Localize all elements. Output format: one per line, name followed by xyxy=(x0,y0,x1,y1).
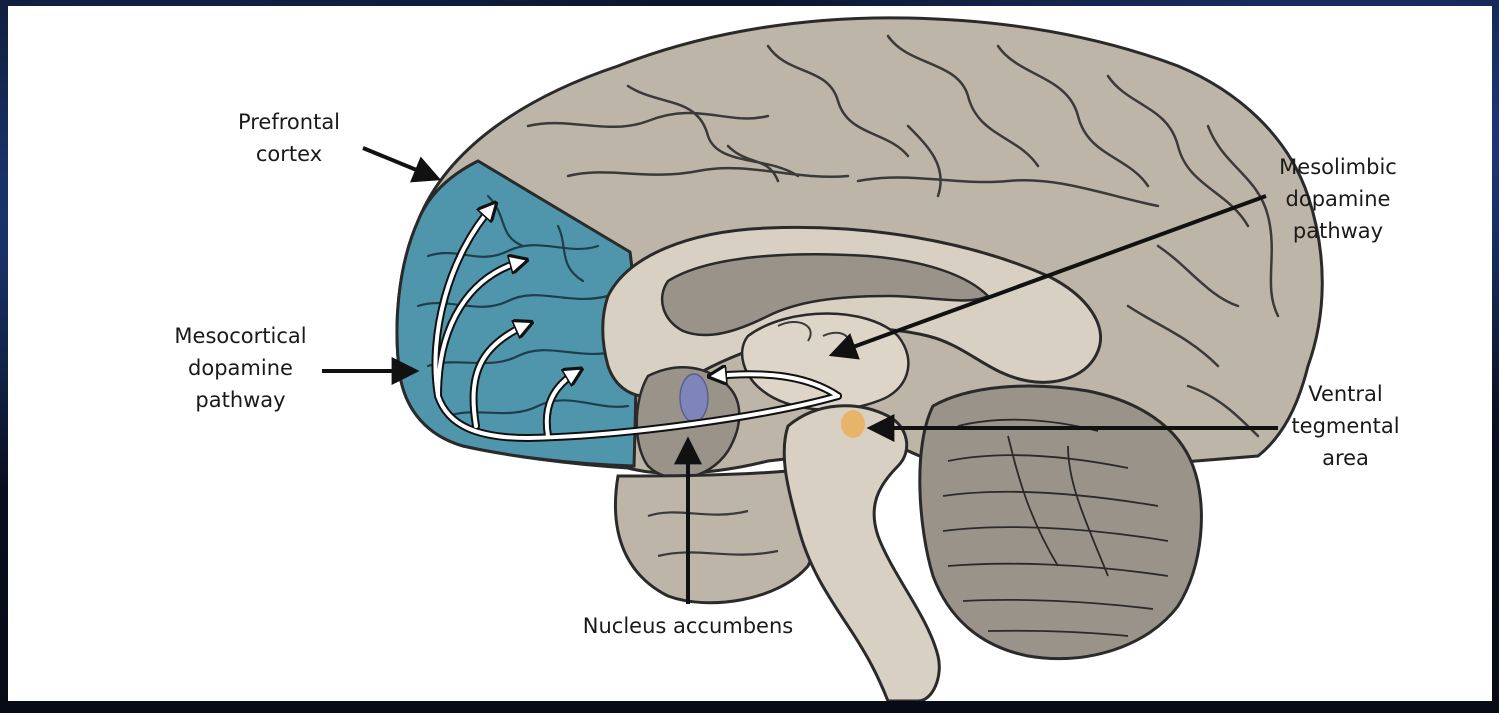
ventral-tegmental-region xyxy=(841,410,865,438)
prefrontal-arrow xyxy=(363,148,436,178)
thalamus xyxy=(742,314,908,410)
label-nucleus-accumbens: Nucleus accumbens xyxy=(563,610,813,642)
label-ventral-tegmental-area: Ventral tegmental area xyxy=(1283,378,1408,474)
diagram-panel: Prefrontal cortex Mesolimbic dopamine pa… xyxy=(8,6,1492,701)
label-prefrontal-cortex: Prefrontal cortex xyxy=(224,106,354,170)
label-mesolimbic-pathway: Mesolimbic dopamine pathway xyxy=(1263,151,1413,247)
nucleus-accumbens-region xyxy=(680,374,708,422)
label-mesocortical-pathway: Mesocortical dopamine pathway xyxy=(158,320,323,416)
